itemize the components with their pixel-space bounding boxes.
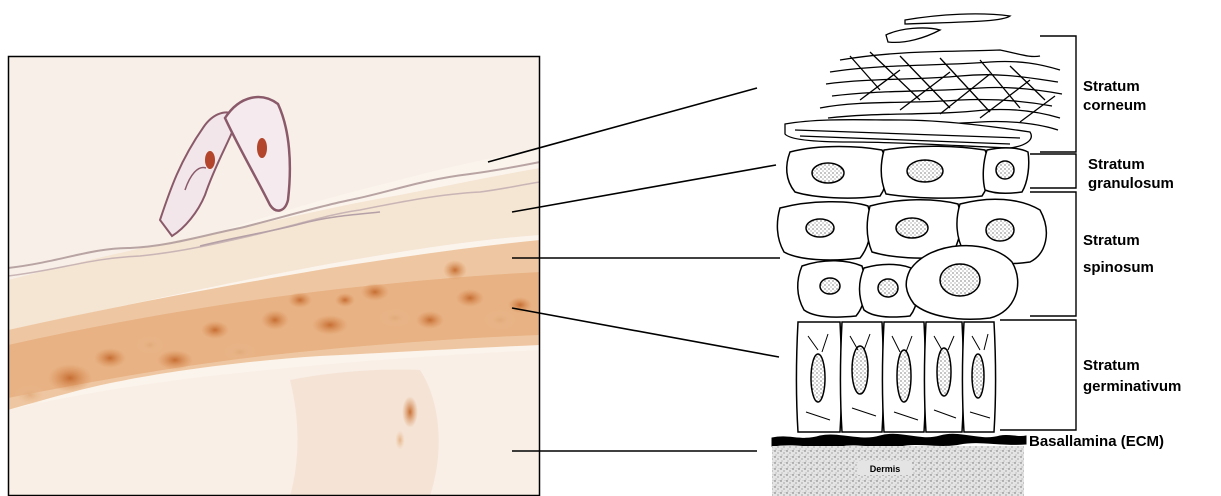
label-spinosum-line1: Stratum xyxy=(1083,232,1140,249)
label-corneum-line2: corneum xyxy=(1083,97,1146,114)
bracket-granulosum xyxy=(1030,154,1076,188)
dermis-label: Dermis xyxy=(870,464,901,474)
basal-lamina xyxy=(772,434,1026,447)
label-germinativum-line1: Stratum xyxy=(1083,357,1140,374)
granulosum-cells xyxy=(787,146,1029,198)
label-granulosum-line1: Stratum xyxy=(1088,156,1145,173)
label-germinativum-line2: germinativum xyxy=(1083,378,1181,395)
label-granulosum-line2: granulosum xyxy=(1088,175,1174,192)
spinosum-cells xyxy=(777,199,1046,319)
bracket-germinativum xyxy=(1000,320,1076,430)
skin-micrograph xyxy=(8,56,540,496)
label-spinosum-line2: spinosum xyxy=(1083,259,1154,276)
pointer-granulosum xyxy=(512,165,776,212)
corneum-sheets xyxy=(785,14,1062,148)
bracket-corneum xyxy=(1040,36,1076,152)
label-corneum-line1: Stratum xyxy=(1083,78,1140,95)
label-basal-lamina: Basallamina (ECM) xyxy=(1029,433,1164,450)
pointer-germinativum xyxy=(512,308,779,357)
epidermis-schematic xyxy=(772,14,1062,496)
germinativum-cells xyxy=(797,322,996,432)
